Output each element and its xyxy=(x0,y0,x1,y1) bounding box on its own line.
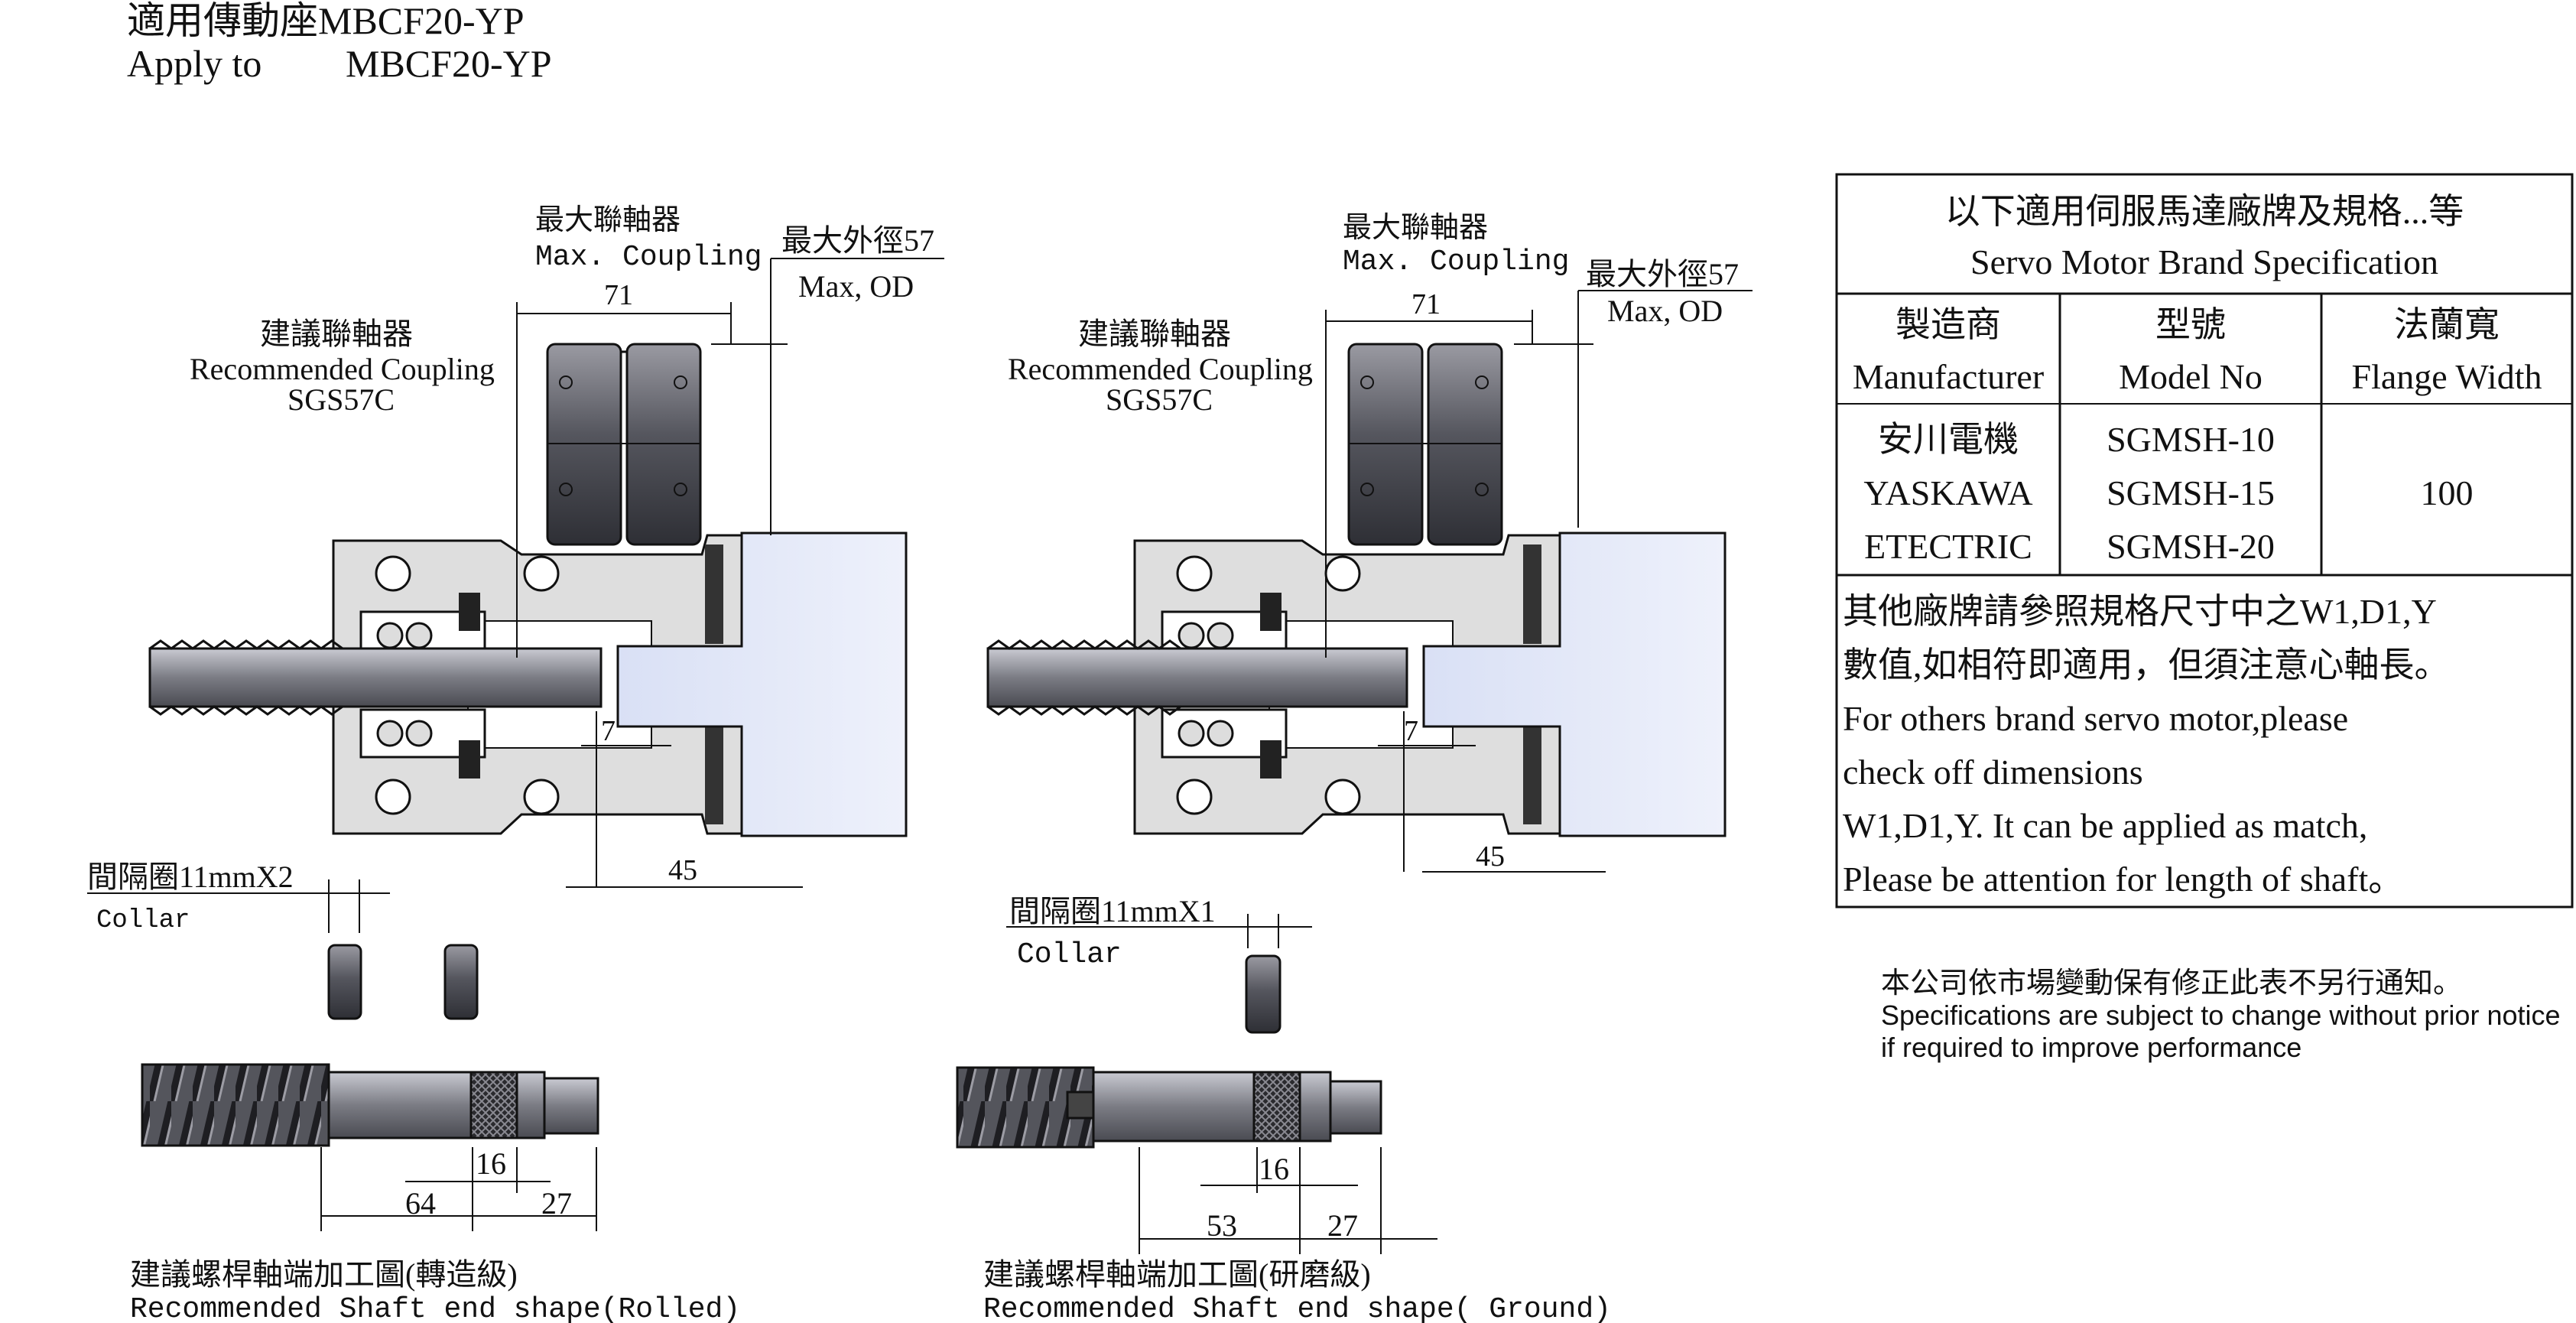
col-header-manufacturer-en: Manufacturer xyxy=(1853,357,2044,396)
col-header-model-en: Model No xyxy=(2119,357,2263,396)
left-dim-7: 7 xyxy=(601,715,616,747)
col-header-manufacturer-cn: 製造商 xyxy=(1895,305,2001,344)
right-collar-cn: 間隔圈11mmX1 xyxy=(1009,894,1216,928)
left-assembly-view xyxy=(148,258,944,888)
cell-flange-width: 100 xyxy=(2421,473,2474,512)
right-max-coupling-cn: 最大聯軸器 xyxy=(1343,213,1488,246)
left-collar-cn: 間隔圈11mmX2 xyxy=(87,860,294,894)
disclaimer-en-line2: if required to improve performance xyxy=(1881,1032,2302,1063)
left-max-coupling-cn: 最大聯軸器 xyxy=(535,205,681,239)
left-rec-coupling-en: Recommended Coupling xyxy=(190,352,495,386)
right-rec-coupling-cn: 建議聯軸器 xyxy=(1078,317,1231,351)
right-shaft-end-drawing xyxy=(956,1066,1437,1254)
disclaimer-en-line1: Specifications are subject to change wit… xyxy=(1881,1000,2561,1031)
col-header-flange-en: Flange Width xyxy=(2351,357,2542,396)
left-max-coupling-en: Max. Coupling xyxy=(535,241,762,274)
cell-manufacturer-en: YASKAWA xyxy=(1863,473,2032,512)
left-dim-45: 45 xyxy=(668,854,697,886)
note-line: Please be attention for length of shaft。 xyxy=(1843,860,2403,899)
header-apply-label: Apply to xyxy=(127,42,261,85)
cell-model: SGMSH-15 xyxy=(2107,473,2275,512)
left-caption-cn: 建議螺桿軸端加工圖(轉造級) xyxy=(130,1257,518,1292)
right-dim-27: 27 xyxy=(1327,1208,1358,1243)
left-collar-en: Collar xyxy=(96,906,190,935)
spec-table xyxy=(1835,173,2574,909)
right-dim-45: 45 xyxy=(1476,840,1505,873)
cell-manufacturer-cn: 安川電機 xyxy=(1878,420,2019,459)
left-dim-27: 27 xyxy=(541,1186,572,1221)
table-title-en: Servo Motor Brand Specification xyxy=(1970,242,2438,281)
cell-manufacturer-en2: ETECTRIC xyxy=(1864,527,2032,566)
note-line: 數值,如相符即適用，但須注意心軸長。 xyxy=(1843,645,2450,684)
left-dim-16: 16 xyxy=(476,1146,506,1181)
left-shaft-end-drawing xyxy=(141,1063,599,1231)
col-header-model-cn: 型號 xyxy=(2155,305,2226,344)
right-caption-en: Recommended Shaft end shape( Ground) xyxy=(983,1293,1611,1323)
left-max-od-en: Max, OD xyxy=(798,269,914,304)
right-rec-coupling-model: SGS57C xyxy=(1106,382,1213,417)
disclaimer-cn: 本公司依市場變動保有修正此表不另行通知。 xyxy=(1881,967,2462,1000)
left-rec-coupling-cn: 建議聯軸器 xyxy=(260,317,413,351)
right-max-od-en: Max, OD xyxy=(1607,294,1723,328)
right-collar-en: Collar xyxy=(1017,938,1122,971)
right-collar-drawing xyxy=(1006,914,1312,1034)
note-line: check off dimensions xyxy=(1843,753,2143,792)
right-caption-cn: 建議螺桿軸端加工圖(研磨級) xyxy=(983,1257,1371,1292)
right-rec-coupling-en: Recommended Coupling xyxy=(1008,352,1313,386)
note-line: For others brand servo motor,please xyxy=(1843,699,2348,738)
cell-model: SGMSH-10 xyxy=(2107,420,2275,459)
note-line: W1,D1,Y. It can be applied as match, xyxy=(1843,806,2367,845)
cell-model: SGMSH-20 xyxy=(2107,527,2275,566)
right-max-od-cn: 最大外徑57 xyxy=(1586,257,1739,291)
left-collar-drawing xyxy=(87,879,479,1020)
note-line: 其他廠牌請參照規格尺寸中之W1,D1,Y xyxy=(1843,592,2437,631)
right-dim-16: 16 xyxy=(1259,1152,1289,1186)
right-assembly-view xyxy=(986,290,1753,873)
right-max-coupling-en: Max. Coupling xyxy=(1343,245,1569,278)
header-title: 適用傳動座MBCF20-YP xyxy=(127,0,525,42)
left-dim-64: 64 xyxy=(405,1186,436,1221)
left-max-od-cn: 最大外徑57 xyxy=(781,223,934,258)
right-dim-53: 53 xyxy=(1207,1208,1237,1243)
table-title-cn: 以下適用伺服馬達廠牌及規格...等 xyxy=(1945,192,2464,231)
col-header-flange-cn: 法蘭寬 xyxy=(2394,305,2500,344)
left-caption-en: Recommended Shaft end shape(Rolled) xyxy=(130,1293,740,1323)
right-dim-71: 71 xyxy=(1411,288,1441,320)
left-dim-71: 71 xyxy=(604,279,633,311)
right-dim-7: 7 xyxy=(1404,715,1418,747)
header-apply-model: MBCF20-YP xyxy=(346,42,552,85)
left-rec-coupling-model: SGS57C xyxy=(287,382,395,417)
